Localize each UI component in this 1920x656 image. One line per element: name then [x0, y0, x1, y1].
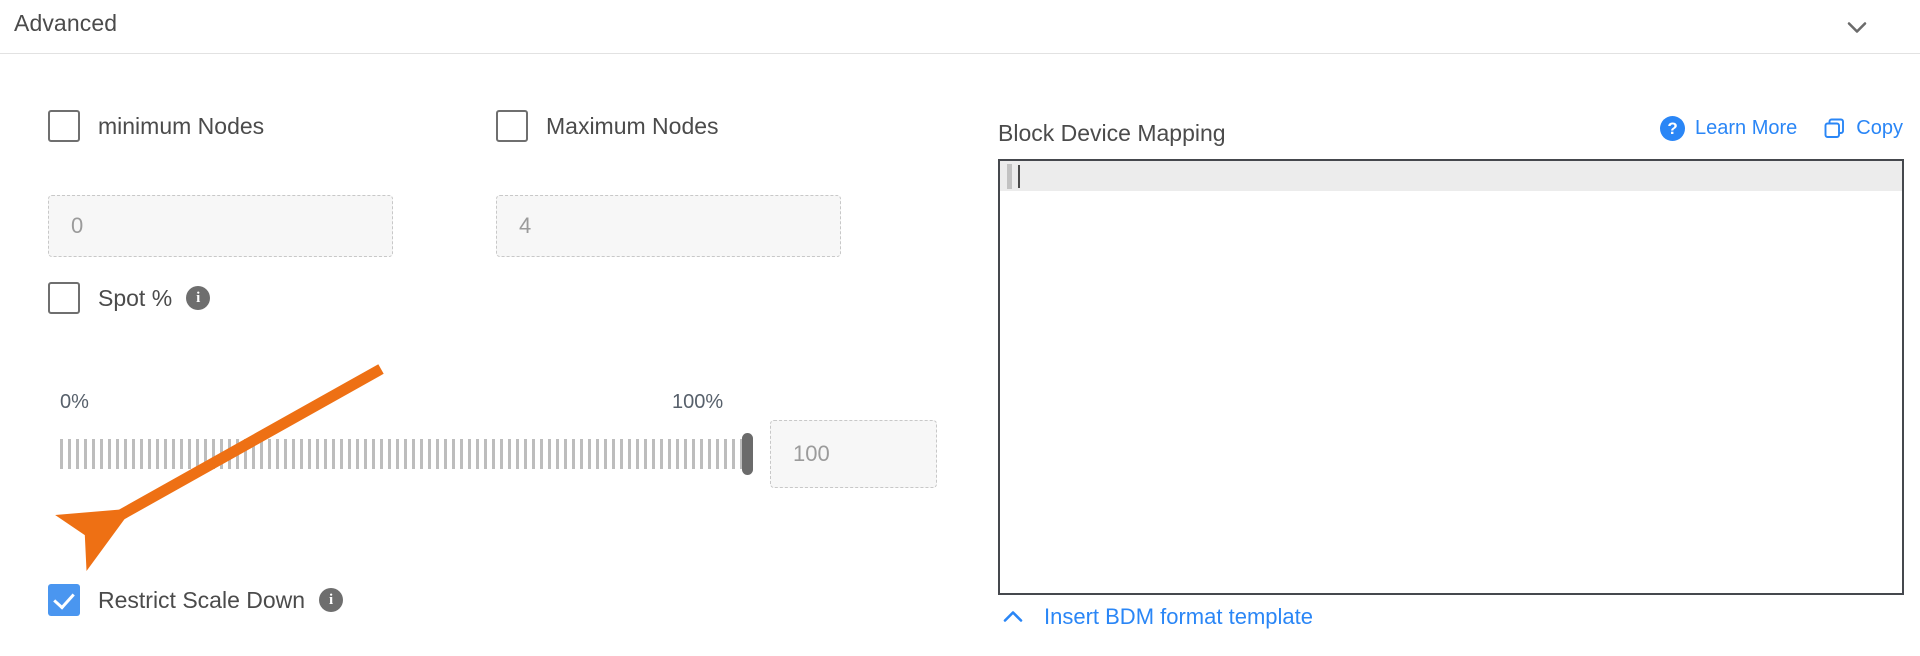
copy-label: Copy [1856, 117, 1903, 139]
spot-percent-slider-group: 0% 100% 100 [0, 54, 960, 656]
editor-text-caret [1018, 165, 1020, 188]
learn-more-label: Learn More [1695, 117, 1798, 139]
restrict-scale-down-row: Restrict Scale Down i [48, 584, 344, 616]
slider-max-label: 100% [672, 391, 724, 413]
insert-bdm-template-link[interactable]: Insert BDM format template [1000, 604, 1313, 630]
editor-active-line [1000, 161, 1902, 191]
copy-icon [1823, 117, 1846, 140]
minimum-nodes-label: minimum Nodes [98, 112, 265, 139]
block-device-mapping-title: Block Device Mapping [998, 120, 1226, 146]
insert-bdm-template-label: Insert BDM format template [1044, 604, 1313, 629]
minimum-nodes-checkbox[interactable] [48, 110, 80, 142]
spot-percent-label: Spot % [98, 284, 173, 311]
copy-button[interactable]: Copy [1823, 117, 1903, 140]
advanced-section-header[interactable]: Advanced [0, 0, 1920, 54]
question-circle-icon: ? [1660, 116, 1686, 141]
maximum-nodes-row: Maximum Nodes [496, 110, 719, 142]
maximum-nodes-input[interactable]: 4 [496, 195, 841, 257]
bdm-actions: ? Learn More Copy [1660, 116, 1903, 141]
spot-percent-checkbox[interactable] [48, 282, 80, 314]
maximum-nodes-label: Maximum Nodes [546, 112, 719, 139]
learn-more-link[interactable]: ? Learn More [1660, 116, 1797, 141]
spot-percent-input[interactable]: 100 [770, 420, 937, 488]
page-title: Advanced [14, 10, 118, 36]
info-icon[interactable]: i [319, 588, 344, 612]
chevron-up-icon [1000, 604, 1026, 630]
minimum-nodes-row: minimum Nodes [48, 110, 264, 142]
chevron-down-icon[interactable] [1842, 12, 1872, 42]
advanced-left-column: minimum Nodes 0 Maximum Nodes 4 Spot % i… [0, 54, 960, 656]
slider-min-label: 0% [60, 391, 89, 413]
block-device-mapping-panel: Block Device Mapping ? Learn More Copy [960, 54, 1920, 656]
restrict-scale-down-checkbox[interactable] [48, 584, 80, 616]
restrict-scale-down-label: Restrict Scale Down [98, 586, 306, 613]
spot-percent-slider-handle[interactable] [742, 433, 753, 475]
spot-percent-slider-track[interactable] [60, 439, 746, 469]
maximum-nodes-checkbox[interactable] [496, 110, 528, 142]
editor-gutter-marker [1007, 164, 1012, 189]
spot-percent-row: Spot % i [48, 282, 211, 314]
bdm-code-editor[interactable] [998, 159, 1904, 595]
minimum-nodes-input[interactable]: 0 [48, 195, 393, 257]
info-icon[interactable]: i [186, 286, 211, 310]
